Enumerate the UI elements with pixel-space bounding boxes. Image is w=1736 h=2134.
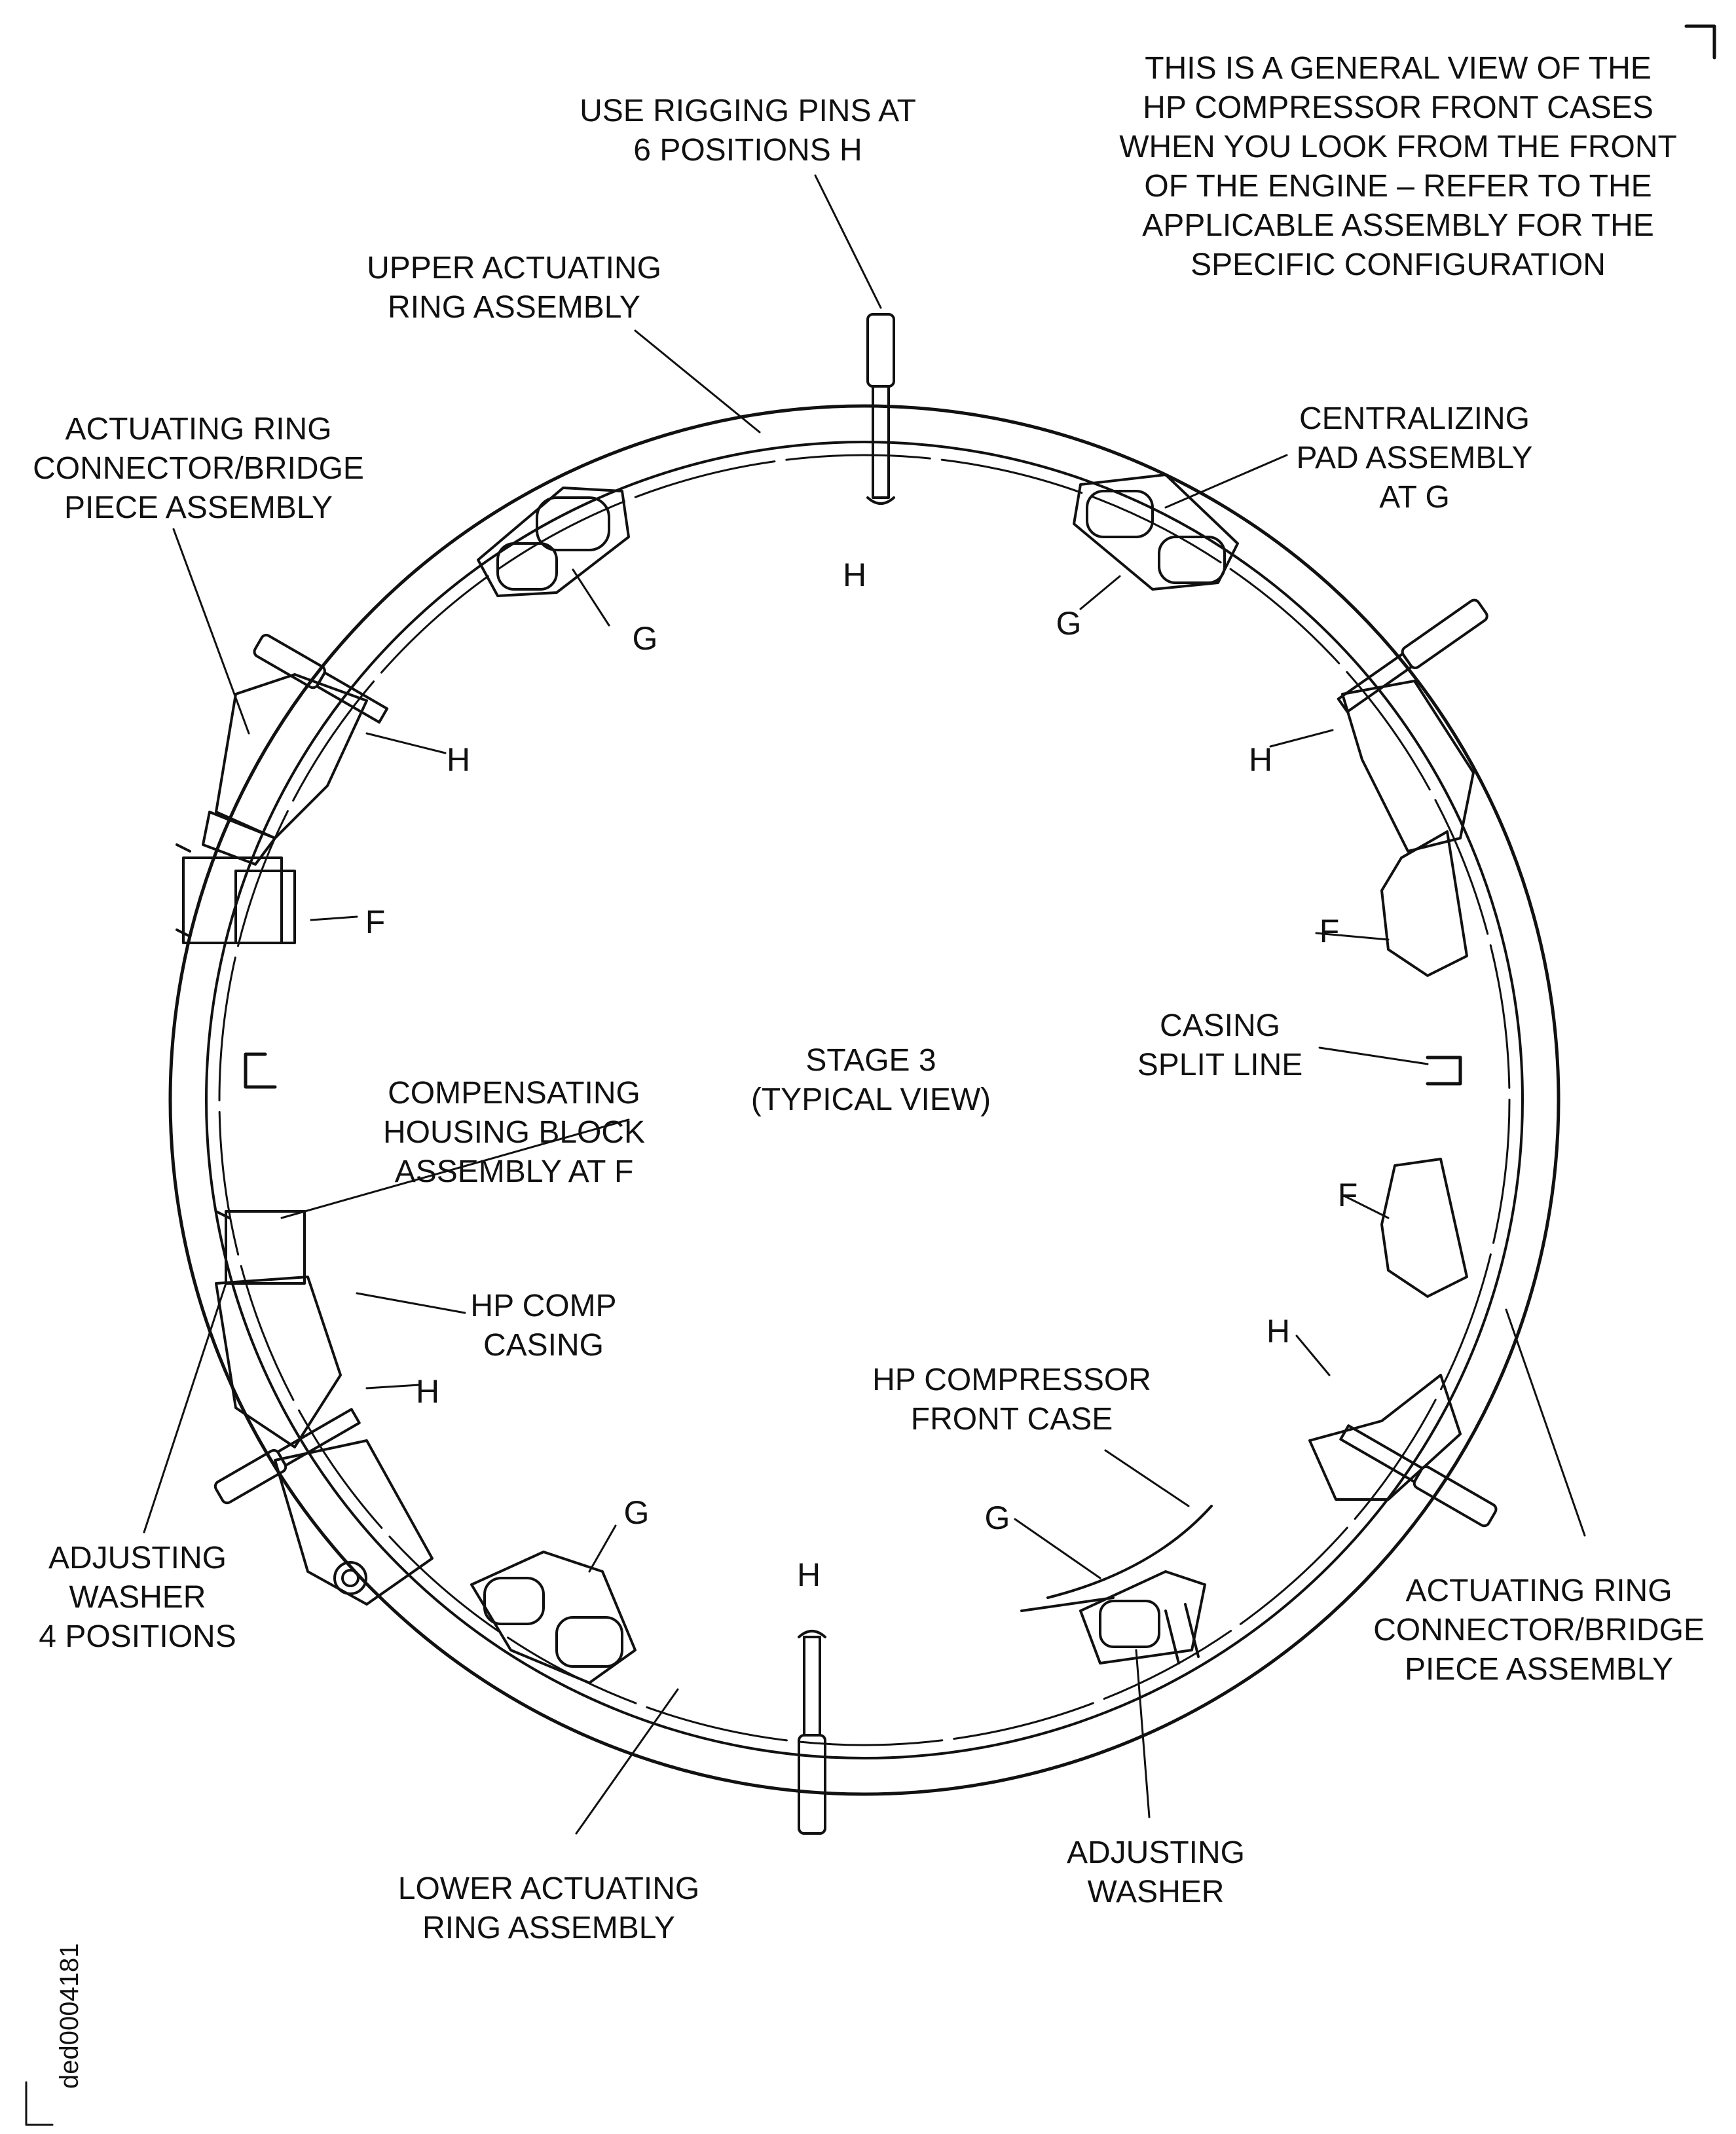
adjusting-washer-label: ADJUSTING WASHER — [1066, 1835, 1246, 1909]
hp-front-case-segment — [1046, 1505, 1213, 1599]
position-h-lower-left: H — [415, 1373, 440, 1410]
upper-ring-label: UPPER ACTUATING RING ASSEMBLY — [367, 251, 661, 325]
rigging-pin-upper-left — [253, 633, 389, 724]
doc-id-bracket — [25, 2081, 54, 2126]
compensating-label: COMPENSATING HOUSING BLOCK ASSEMBLY AT F — [382, 1076, 646, 1189]
position-f-left: F — [365, 904, 386, 940]
actuating-ring-outline — [168, 404, 1561, 1796]
leader-lines — [143, 174, 1586, 1835]
rigging-pin-lower-right — [1339, 1424, 1498, 1528]
lower-ring-label: LOWER ACTUATING RING ASSEMBLY — [397, 1871, 700, 1945]
position-f-right-lower: F — [1337, 1177, 1358, 1213]
bridge-piece-right-upper — [1341, 680, 1475, 853]
stage-label: STAGE 3 (TYPICAL VIEW) — [750, 1043, 991, 1117]
centralizing-pad-bottom-right — [1079, 1570, 1206, 1665]
position-h-top: H — [842, 557, 867, 593]
centralizing-pad-label: CENTRALIZING PAD ASSEMBLY AT G — [1296, 401, 1533, 515]
rigging-pin-bottom — [798, 1630, 826, 1835]
rigging-pin-upper-right — [1337, 598, 1488, 714]
document-id: ded0004181 — [55, 1943, 84, 2089]
connector-left-label: ACTUATING RING CONNECTOR/BRIDGE PIECE AS… — [33, 412, 364, 525]
position-h-upper-left: H — [446, 741, 471, 778]
rigging-pins-label: USE RIGGING PINS AT 6 POSITIONS H — [580, 94, 916, 168]
centralizing-pad-bottom-left — [470, 1551, 637, 1684]
centralizing-pad-top-right — [1073, 473, 1239, 591]
position-h-bottom: H — [796, 1556, 821, 1593]
rigging-pin-top — [866, 313, 895, 505]
hp-comp-casing-label: HP COMP CASING — [470, 1289, 617, 1363]
bridge-piece-left-lower — [215, 1276, 434, 1606]
split-line-left — [244, 1052, 277, 1089]
casing-split-label: CASING SPLIT LINE — [1137, 1008, 1303, 1082]
bridge-piece-left-upper — [202, 673, 368, 866]
position-g-bottom-right: G — [984, 1499, 1010, 1536]
compensating-block-right-lower — [1380, 1158, 1468, 1298]
split-line-right — [1426, 1056, 1462, 1086]
rigging-pin-lower-left — [213, 1408, 361, 1505]
bridge-piece-right-lower — [1308, 1374, 1462, 1501]
position-g-bottom-left: G — [623, 1494, 650, 1531]
compensating-block-left-upper — [175, 843, 296, 944]
connector-right-label: ACTUATING RING CONNECTOR/BRIDGE PIECE AS… — [1373, 1573, 1705, 1687]
compensating-block-right-upper — [1380, 830, 1468, 977]
position-h-upper-right: H — [1248, 741, 1273, 778]
position-h-lower-right: H — [1266, 1313, 1291, 1350]
hp-front-case-label: HP COMPRESSOR FRONT CASE — [872, 1363, 1151, 1437]
general-view-note: THIS IS A GENERAL VIEW OF THE HP COMPRES… — [1119, 51, 1677, 282]
position-g-top-left: G — [632, 620, 658, 657]
centralizing-pad-top-left — [477, 487, 630, 597]
position-g-top-right: G — [1056, 605, 1082, 642]
compensating-block-left-lower — [215, 1210, 306, 1285]
casing-inner-outline — [218, 454, 1511, 1746]
adjusting-washer-bottom-right — [1020, 1596, 1200, 1665]
adjusting-washer-4-label: ADJUSTING WASHER 4 POSITIONS — [39, 1541, 236, 1654]
corner-mark — [1684, 24, 1716, 60]
position-f-right-upper: F — [1319, 913, 1340, 949]
